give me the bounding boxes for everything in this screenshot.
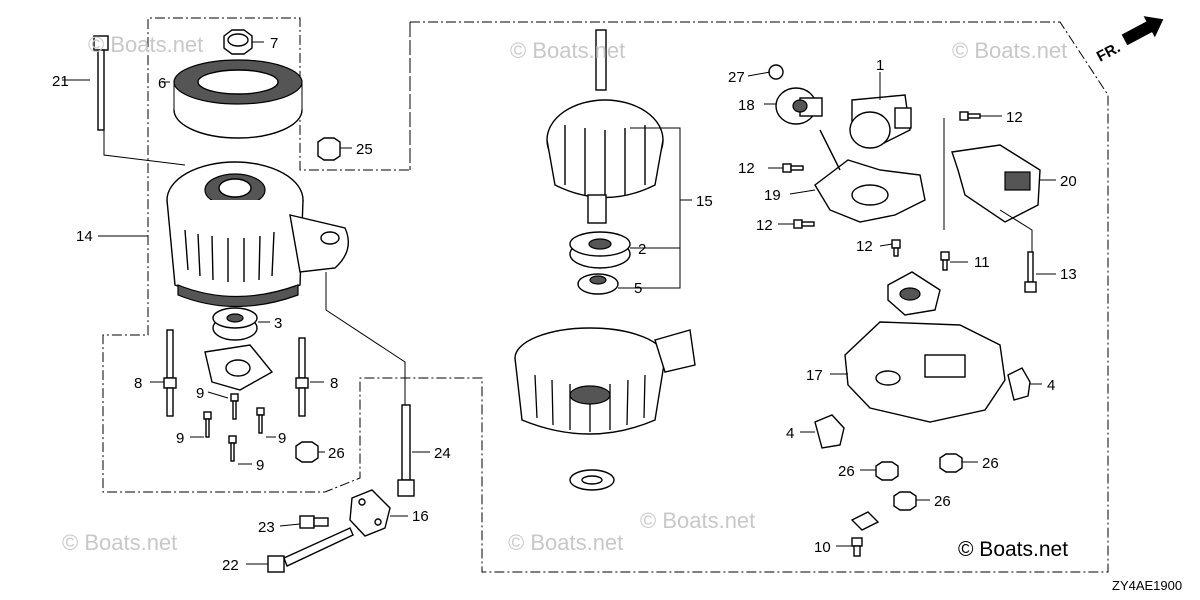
clip-part[interactable] [850, 511, 880, 531]
callout-9-d[interactable]: 9 [256, 457, 264, 474]
screw-10[interactable] [851, 537, 863, 557]
end-frame[interactable] [514, 327, 696, 435]
callout-2[interactable]: 2 [638, 241, 646, 258]
callout-26-left[interactable]: 26 [328, 445, 345, 462]
bolt-24[interactable] [397, 404, 415, 497]
callout-9-b[interactable]: 9 [176, 430, 184, 447]
corner-watermark: © Boats.net [958, 538, 1068, 561]
watermark: © Boats.net [88, 32, 203, 57]
callout-12-a[interactable]: 12 [1006, 109, 1023, 126]
callout-11[interactable]: 11 [974, 254, 990, 271]
alternator-housing-14[interactable] [166, 161, 349, 308]
bolt-21[interactable] [93, 35, 109, 131]
nut-27[interactable] [768, 64, 784, 80]
callout-9-c[interactable]: 9 [278, 430, 286, 447]
terminal-cap-4[interactable] [814, 367, 1031, 449]
nut-25[interactable] [317, 137, 341, 161]
callout-26-a[interactable]: 26 [838, 463, 855, 480]
callout-21[interactable]: 21 [52, 73, 69, 90]
callout-18[interactable]: 18 [738, 97, 755, 114]
callout-27[interactable]: 27 [728, 69, 745, 86]
callout-12-c[interactable]: 12 [756, 217, 773, 234]
watermark: © Boats.net [508, 530, 623, 555]
rotor-15[interactable] [546, 29, 664, 224]
callout-26-b[interactable]: 26 [982, 455, 999, 472]
diagram-code: ZY4AE1900 [1112, 578, 1182, 593]
callout-19[interactable]: 19 [764, 187, 781, 204]
callout-15[interactable]: 15 [696, 193, 713, 210]
callout-3[interactable]: 3 [274, 315, 282, 332]
leader-lines [62, 41, 1056, 565]
brush-holder-20[interactable] [951, 144, 1041, 223]
watermark: © Boats.net [952, 38, 1067, 63]
holder-18[interactable] [775, 87, 823, 125]
callout-8-right[interactable]: 8 [330, 375, 338, 392]
callout-24[interactable]: 24 [434, 445, 451, 462]
callout-23[interactable]: 23 [258, 519, 275, 536]
regulator-1[interactable] [849, 94, 912, 149]
callout-13[interactable]: 13 [1060, 266, 1077, 283]
bolt-23[interactable] [299, 515, 329, 529]
nut-7[interactable] [223, 29, 253, 55]
screws-12[interactable] [782, 111, 981, 257]
callout-4-left[interactable]: 4 [786, 425, 794, 442]
screw-11[interactable] [940, 251, 950, 271]
callout-22[interactable]: 22 [222, 557, 239, 574]
stud-bolts-8[interactable] [163, 329, 309, 417]
bearing-2[interactable] [569, 231, 631, 269]
ring-5[interactable] [577, 273, 619, 295]
rectifier-19[interactable] [814, 129, 926, 223]
watermark: © Boats.net [62, 530, 177, 555]
watermark: © Boats.net [510, 38, 625, 63]
callout-25[interactable]: 25 [356, 141, 373, 158]
nuts-26-right[interactable] [875, 453, 963, 511]
rear-cover-17[interactable] [844, 321, 1006, 423]
callout-17[interactable]: 17 [806, 367, 823, 384]
shim-washer[interactable] [569, 469, 615, 491]
callout-26-c[interactable]: 26 [934, 493, 951, 510]
callout-10[interactable]: 10 [814, 539, 831, 556]
bolt-13[interactable] [1024, 251, 1037, 293]
callout-labels: 1 2 3 4 4 5 7 6 8 8 9 9 9 9 10 11 12 12 … [52, 35, 1077, 574]
pulley-6[interactable] [173, 59, 303, 139]
callout-9-a[interactable]: 9 [196, 385, 204, 402]
callout-12-b[interactable]: 12 [738, 160, 755, 177]
forward-arrow-icon [1121, 16, 1164, 46]
callout-20[interactable]: 20 [1060, 173, 1077, 190]
plate-16[interactable] [349, 489, 391, 537]
insulator[interactable] [887, 271, 941, 316]
callout-8-left[interactable]: 8 [134, 375, 142, 392]
direction-label: FR. [1094, 39, 1123, 65]
callout-16[interactable]: 16 [412, 508, 429, 525]
gasket-plate[interactable] [204, 344, 274, 391]
screws-9[interactable] [203, 393, 265, 462]
group-outline-main [102, 17, 1109, 573]
callout-6[interactable]: 6 [158, 75, 166, 92]
callout-4-right[interactable]: 4 [1047, 377, 1055, 394]
nut-26-left[interactable] [295, 441, 319, 463]
watermark: © Boats.net [640, 508, 755, 533]
callout-5[interactable]: 5 [634, 280, 642, 297]
callout-7[interactable]: 7 [270, 35, 278, 52]
callout-12-d[interactable]: 12 [856, 238, 873, 255]
direction-indicator: FR. [1094, 16, 1164, 66]
watermarks: © Boats.net © Boats.net © Boats.net © Bo… [62, 32, 1068, 561]
callout-1[interactable]: 1 [876, 57, 884, 74]
bearing-3[interactable] [212, 307, 258, 341]
bolt-22[interactable] [267, 527, 354, 573]
callout-14[interactable]: 14 [76, 228, 93, 245]
